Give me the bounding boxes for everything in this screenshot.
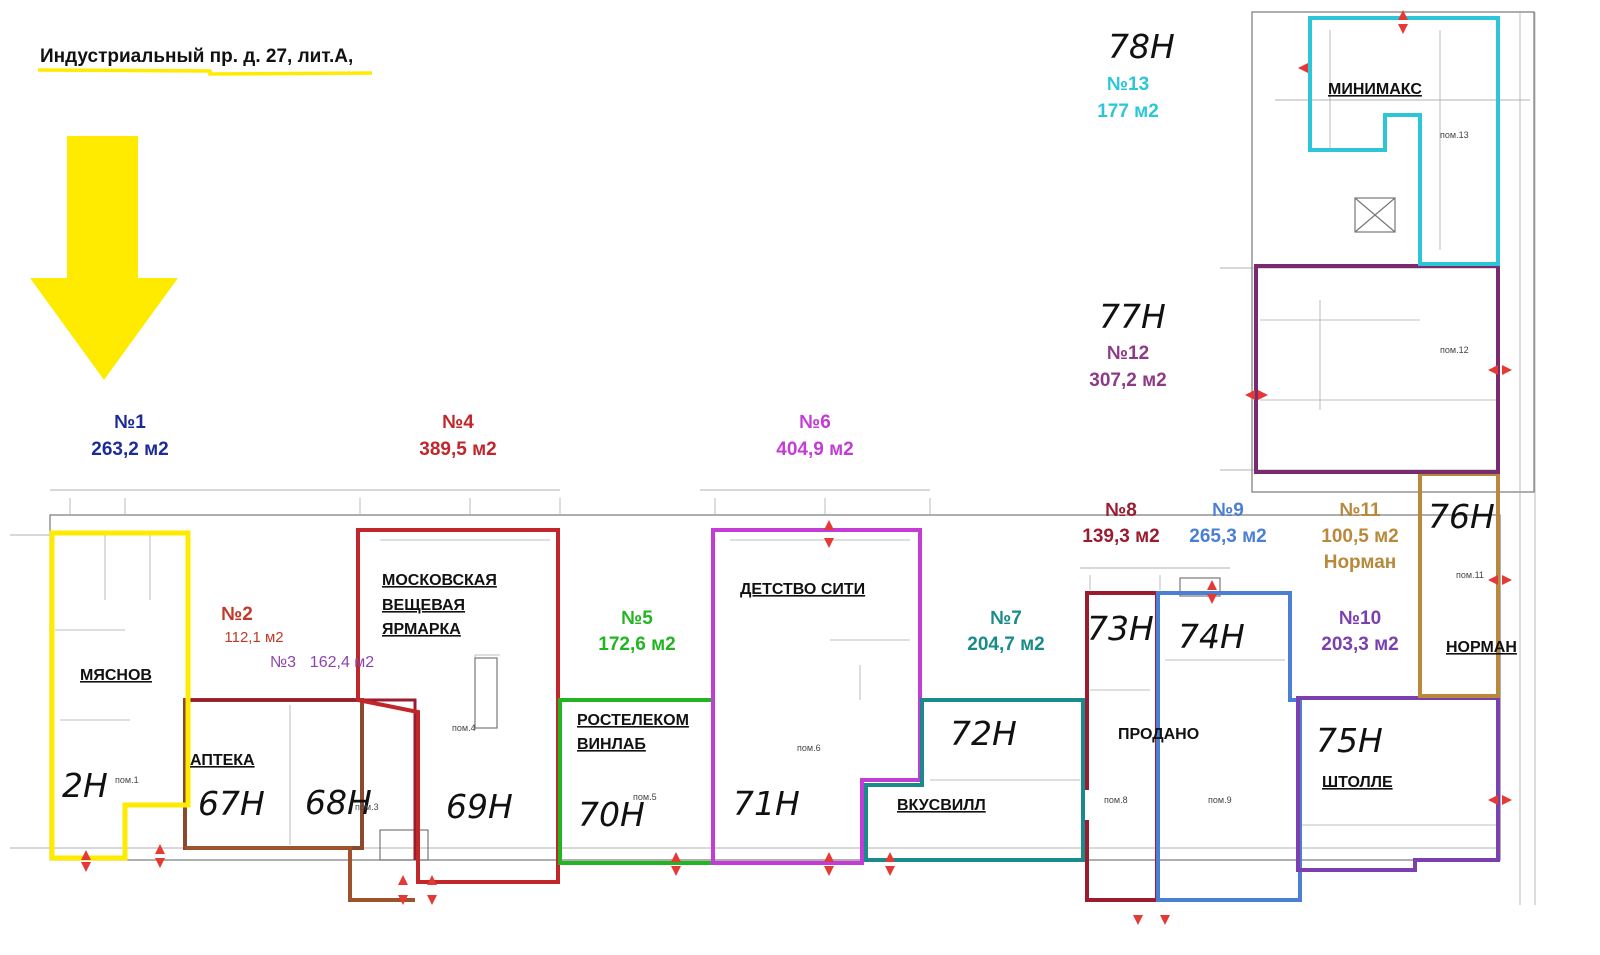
tenant-apteka: АПТЕКА (190, 752, 255, 769)
lot-4-area: 389,5 м2 (419, 439, 496, 460)
unit-70h: 70Н (578, 795, 645, 834)
unit-68h: 68Н (305, 783, 372, 822)
lot-12-area: 307,2 м2 (1089, 370, 1166, 391)
lot-8-num: №8 (1105, 500, 1137, 521)
unit-73h: 73Н (1087, 609, 1154, 648)
lot-12-num: №12 (1107, 343, 1149, 364)
tenant-rostelecom: РОСТЕЛЕКОМ (577, 712, 689, 729)
lot-3-outline (185, 846, 415, 902)
room-tag-4: пом.4 (452, 723, 476, 733)
unit-67h: 67Н (198, 784, 265, 823)
lot-9-num: №9 (1212, 500, 1244, 521)
lot-5-num: №5 (621, 608, 653, 629)
tenant-moscow-1: МОСКОВСКАЯ (382, 572, 497, 589)
lot-2h-outline (49, 530, 191, 861)
lot-4-num: №4 (442, 412, 474, 433)
tenant-myasnov: МЯСНОВ (80, 667, 152, 684)
lot-5-area: 172,6 м2 (598, 634, 675, 655)
unit-69h: 69Н (446, 787, 513, 826)
lot-7-area: 204,7 м2 (967, 634, 1044, 655)
unit-76h: 76Н (1428, 497, 1495, 536)
tenant-detstvo-siti: ДЕТСТВО СИТИ (740, 581, 865, 598)
lot-3-num: №3 (270, 654, 296, 671)
lot-13-area: 177 м2 (1097, 101, 1159, 122)
unit-71h: 71Н (733, 784, 800, 823)
lot-11-num: №11 (1339, 500, 1381, 521)
room-tag-9: пом.9 (1208, 795, 1232, 805)
lot-13-num: №13 (1107, 74, 1149, 95)
lot-77h-outline (1254, 264, 1500, 474)
lot-69h-outline (356, 528, 560, 884)
lot-8-area: 139,3 м2 (1082, 526, 1159, 547)
tenant-vkusvill: ВКУСВИЛЛ (897, 797, 986, 814)
room-tag-13: пом.13 (1440, 130, 1469, 140)
unit-75h: 75Н (1316, 721, 1383, 760)
unit-78h: 78Н (1108, 27, 1175, 66)
lot-72h-outline (864, 698, 1085, 862)
lot-11-extra: Норман (1324, 552, 1397, 573)
tenant-moscow-3: ЯРМАРКА (382, 621, 461, 638)
tenant-minimaks: МИНИМАКС (1328, 81, 1422, 98)
lot-11-area: 100,5 м2 (1321, 526, 1398, 547)
lot-7-num: №7 (990, 608, 1022, 629)
address-underline (37, 68, 373, 76)
room-tag-8: пом.8 (1104, 795, 1128, 805)
tenant-prodano: ПРОДАНО (1118, 726, 1199, 743)
lot-10-num: №10 (1339, 608, 1381, 629)
lot-1-num: №1 (114, 412, 146, 433)
room-tag-12: пом.12 (1440, 345, 1469, 355)
lot-6-num: №6 (799, 412, 831, 433)
tenant-norman: НОРМАН (1446, 639, 1517, 656)
lot-6-area: 404,9 м2 (776, 439, 853, 460)
entrance-arrows (81, 10, 1512, 925)
room-tag-6: пом.6 (797, 743, 821, 753)
lot-1-area: 263,2 м2 (91, 439, 168, 460)
room-tag-5: пом.5 (633, 792, 657, 802)
room-tag-11: пом.11 (1456, 570, 1484, 580)
lot-68h-outline (190, 698, 417, 860)
room-tag-1: пом.1 (115, 775, 139, 785)
tenant-shtolle: ШТОЛЛЕ (1322, 774, 1393, 791)
unit-74h: 74Н (1178, 617, 1245, 656)
tenant-vinlab: ВИНЛАБ (577, 736, 646, 753)
tenant-moscow-2: ВЕЩЕВАЯ (382, 597, 465, 614)
lot-10-area: 203,3 м2 (1321, 634, 1398, 655)
lot-2-num: №2 (221, 604, 253, 625)
unit-72h: 72Н (950, 714, 1017, 753)
room-tag-3: пом.3 (355, 802, 379, 812)
lot-67h-outline (183, 698, 364, 850)
building-outline (10, 11, 1536, 905)
lot-78h-outline (1308, 16, 1500, 266)
lot-3-area: 162,4 м2 (310, 654, 374, 671)
lot-9-area: 265,3 м2 (1189, 526, 1266, 547)
lot-2-area: 112,1 м2 (224, 629, 283, 646)
lot-71h-outline (711, 528, 922, 865)
unit-2h: 2Н (62, 766, 108, 805)
address-title: Индустриальный пр. д. 27, лит.А, (40, 46, 353, 67)
gap-mask (1085, 790, 1103, 820)
unit-77h: 77Н (1099, 297, 1166, 336)
yellow-arrow-icon (30, 136, 178, 380)
